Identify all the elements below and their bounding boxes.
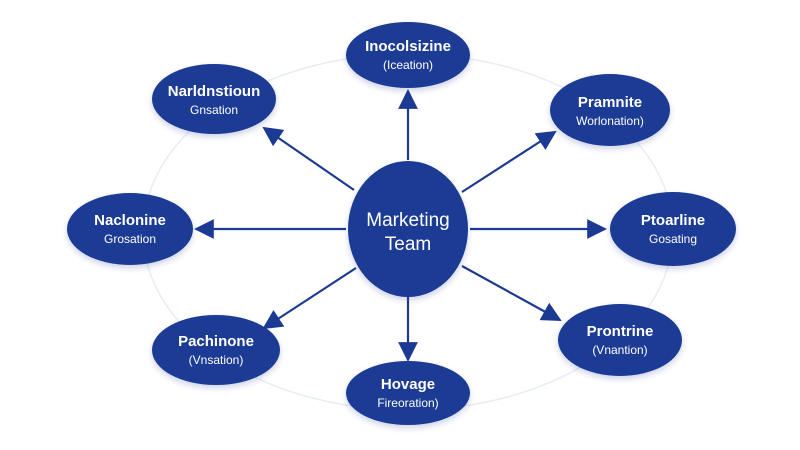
arrow-to-node-4 <box>461 265 562 321</box>
node-2-title: Pramnite <box>578 94 642 111</box>
node-2-subtitle: Worlonation) <box>576 114 644 128</box>
node-6-title: Pachinone <box>178 333 254 350</box>
node-5-title: Hovage <box>381 376 435 393</box>
node-5-subtitle: Fireoration) <box>377 396 438 410</box>
node-8-title: Narldnstioun <box>168 83 261 100</box>
node-3[interactable] <box>610 192 736 266</box>
node-1-subtitle: (Iceation) <box>383 58 433 72</box>
center-node-label-line2: Team <box>385 234 431 255</box>
node-3-subtitle: Gosating <box>649 232 697 246</box>
node-4-title: Prontrine <box>587 323 654 340</box>
node-4[interactable] <box>558 304 682 376</box>
node-8-subtitle: Gnsation <box>190 103 238 117</box>
node-7-subtitle: Grosation <box>104 232 156 246</box>
node-8[interactable] <box>152 64 276 134</box>
node-5[interactable] <box>346 361 470 425</box>
node-7-title: Naclonine <box>94 212 166 229</box>
node-2[interactable] <box>550 74 670 146</box>
center-node-label-line1: Marketing <box>366 210 449 231</box>
node-1[interactable] <box>346 22 470 88</box>
node-6[interactable] <box>152 315 280 385</box>
node-4-subtitle: (Vnantion) <box>592 343 647 357</box>
node-1-title: Inocolsizine <box>365 38 451 55</box>
connector-arrows <box>194 89 607 362</box>
node-6-subtitle: (Vnsation) <box>189 353 244 367</box>
node-7[interactable] <box>67 193 193 265</box>
arrow-to-node-6 <box>262 267 357 330</box>
arrow-to-node-8 <box>262 126 355 191</box>
arrow-to-node-2 <box>461 130 557 193</box>
center-node[interactable] <box>348 161 468 297</box>
node-3-title: Ptoarline <box>641 212 705 229</box>
